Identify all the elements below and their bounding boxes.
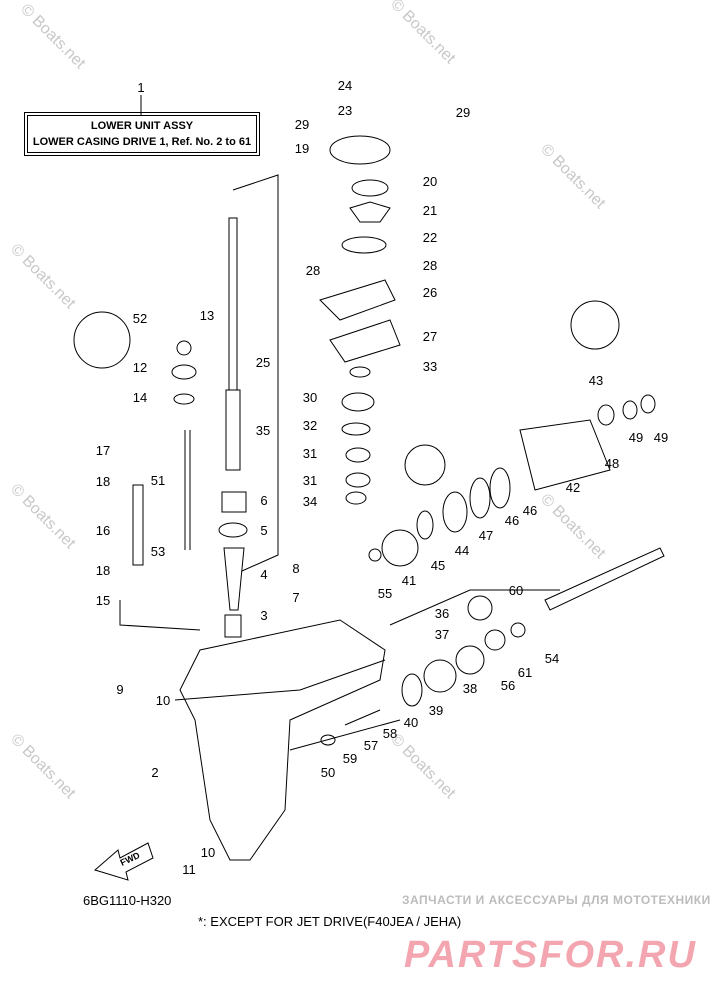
callout-20: 20 xyxy=(423,174,437,189)
watermark-text: © Boats.net xyxy=(387,731,459,803)
callout-12: 12 xyxy=(133,360,147,375)
callout-34: 34 xyxy=(303,494,317,509)
watermark-text: © Boats.net xyxy=(537,141,609,213)
callout-43: 43 xyxy=(589,373,603,388)
callout-18: 18 xyxy=(96,474,110,489)
callout-23: 23 xyxy=(338,103,352,118)
callout-46: 46 xyxy=(523,503,537,518)
callout-61: 61 xyxy=(518,665,532,680)
callout-60: 60 xyxy=(509,583,523,598)
callout-27: 27 xyxy=(423,329,437,344)
callout-51: 51 xyxy=(151,473,165,488)
callout-49: 49 xyxy=(654,430,668,445)
callout-29: 29 xyxy=(295,117,309,132)
callout-13: 13 xyxy=(200,308,214,323)
callout-31: 31 xyxy=(303,446,317,461)
callout-55: 55 xyxy=(378,586,392,601)
callout-2: 2 xyxy=(151,765,158,780)
callout-28: 28 xyxy=(423,258,437,273)
callout-8: 8 xyxy=(292,561,299,576)
callout-46: 46 xyxy=(505,513,519,528)
callout-10: 10 xyxy=(201,845,215,860)
callout-11: 11 xyxy=(182,862,196,877)
callout-17: 17 xyxy=(96,443,110,458)
callout-49: 49 xyxy=(629,430,643,445)
parts-linework: FWD xyxy=(73,95,665,881)
watermark-text: © Boats.net xyxy=(7,731,79,803)
callout-59: 59 xyxy=(343,751,357,766)
callout-36: 36 xyxy=(435,606,449,621)
callout-44: 44 xyxy=(455,543,469,558)
callout-14: 14 xyxy=(133,390,147,405)
callout-9: 9 xyxy=(116,682,123,697)
callout-48: 48 xyxy=(605,456,619,471)
callout-42: 42 xyxy=(566,480,580,495)
callout-35: 35 xyxy=(256,423,270,438)
watermark-text: © Boats.net xyxy=(17,1,89,73)
assembly-subtitle: LOWER CASING DRIVE 1, Ref. No. 2 to 61 xyxy=(32,136,252,148)
callout-16: 16 xyxy=(96,523,110,538)
callout-5: 5 xyxy=(260,523,267,538)
callout-30: 30 xyxy=(303,390,317,405)
callout-7: 7 xyxy=(292,590,299,605)
callout-26: 26 xyxy=(423,285,437,300)
callout-45: 45 xyxy=(431,558,445,573)
callout-4: 4 xyxy=(260,567,267,582)
watermark-text: © Boats.net xyxy=(7,241,79,313)
watermark-text: © Boats.net xyxy=(537,491,609,563)
callout-57: 57 xyxy=(364,738,378,753)
callout-21: 21 xyxy=(423,203,437,218)
callout-1: 1 xyxy=(137,80,144,95)
callout-24: 24 xyxy=(338,78,352,93)
callout-6: 6 xyxy=(260,493,267,508)
callout-54: 54 xyxy=(545,651,559,666)
callout-10: 10 xyxy=(156,693,170,708)
callout-53: 53 xyxy=(151,544,165,559)
callout-41: 41 xyxy=(402,573,416,588)
assembly-title-box: LOWER UNIT ASSY LOWER CASING DRIVE 1, Re… xyxy=(24,112,260,156)
watermark-text: © Boats.net xyxy=(387,0,459,68)
callout-38: 38 xyxy=(463,681,477,696)
callout-40: 40 xyxy=(404,715,418,730)
callout-22: 22 xyxy=(423,230,437,245)
callout-15: 15 xyxy=(96,593,110,608)
watermark-text: © Boats.net xyxy=(7,481,79,553)
diagram-code: 6BG1110-H320 xyxy=(83,893,172,908)
callout-39: 39 xyxy=(429,703,443,718)
callout-56: 56 xyxy=(501,678,515,693)
callout-19: 19 xyxy=(295,141,309,156)
callout-52: 52 xyxy=(133,311,147,326)
callout-58: 58 xyxy=(383,726,397,741)
callout-33: 33 xyxy=(423,359,437,374)
brand-logo: PARTSFOR.RU xyxy=(404,934,697,976)
brand-tagline: ЗАПЧАСТИ И АКСЕССУАРЫ ДЛЯ МОТОТЕХНИКИ xyxy=(402,893,711,907)
callout-32: 32 xyxy=(303,418,317,433)
footnote: *: EXCEPT FOR JET DRIVE(F40JEA / JEHA) xyxy=(198,914,462,929)
callout-18: 18 xyxy=(96,563,110,578)
callout-37: 37 xyxy=(435,627,449,642)
callout-29: 29 xyxy=(456,105,470,120)
assembly-title: LOWER UNIT ASSY xyxy=(90,120,194,132)
callout-47: 47 xyxy=(479,528,493,543)
callout-28: 28 xyxy=(306,263,320,278)
callout-3: 3 xyxy=(260,608,267,623)
callout-25: 25 xyxy=(256,355,270,370)
callout-31: 31 xyxy=(303,473,317,488)
callout-50: 50 xyxy=(321,765,335,780)
